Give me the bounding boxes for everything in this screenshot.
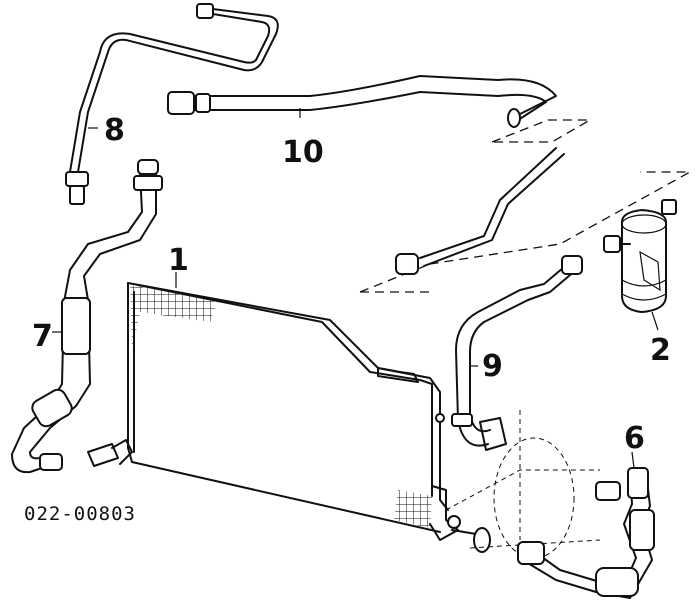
hose-part-9 [451, 255, 583, 451]
callout-1: 1 [168, 243, 189, 278]
pipe-branch [395, 147, 565, 275]
hose-part-7 [11, 159, 163, 474]
callout-leaders [52, 108, 659, 469]
pipe-part-8 [65, 3, 279, 205]
callout-9: 9 [482, 349, 503, 384]
hose-part-10 [167, 75, 557, 128]
receiver-drier-part-2 [603, 199, 677, 313]
hose-part-6 [517, 467, 655, 599]
callout-2: 2 [650, 333, 671, 368]
condenser [87, 282, 491, 553]
diagram-reference-code: 022-00803 [24, 503, 136, 525]
callout-6: 6 [624, 421, 645, 456]
callout-10: 10 [282, 135, 324, 170]
callout-7: 7 [32, 319, 53, 354]
callout-8: 8 [104, 113, 125, 148]
